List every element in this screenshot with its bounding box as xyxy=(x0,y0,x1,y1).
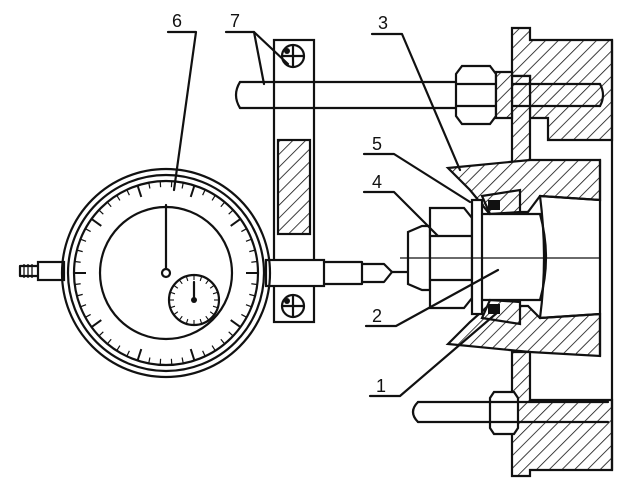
dial-tick xyxy=(241,228,247,233)
leader-lines xyxy=(166,30,500,398)
label-1: 1 xyxy=(376,376,386,396)
dial-tick xyxy=(85,228,91,233)
dial-tick xyxy=(148,357,151,364)
counter-dial-tick xyxy=(212,305,218,309)
dial-tick xyxy=(126,189,130,196)
dial-tick xyxy=(202,350,206,357)
counter-dial-tick xyxy=(178,315,183,321)
dial-tick xyxy=(211,195,216,201)
dial-tick xyxy=(245,238,252,242)
dial-tick xyxy=(249,293,256,297)
counter-dial-tick xyxy=(199,276,203,282)
dial-tick xyxy=(80,238,87,242)
counter-dial-tick xyxy=(185,276,189,282)
dial-tick xyxy=(106,201,112,208)
spindle-assembly xyxy=(400,188,600,326)
label-3: 3 xyxy=(378,13,388,33)
dial-tick xyxy=(241,313,247,318)
dial-tick xyxy=(76,249,83,253)
dial-tick xyxy=(230,218,242,227)
counter-dial-tick xyxy=(170,291,176,295)
dial-tick xyxy=(90,319,102,328)
label-5: 5 xyxy=(372,134,382,154)
dial-tick xyxy=(85,313,91,318)
dial-tick xyxy=(251,260,258,263)
dial-tick xyxy=(148,182,151,189)
dial-tick xyxy=(126,350,130,357)
label-6: 6 xyxy=(172,11,182,31)
dial-tick xyxy=(136,348,143,361)
dial-tick xyxy=(181,182,184,189)
dial-tick xyxy=(116,195,121,201)
dial-tick xyxy=(249,249,256,253)
counter-dial-tick xyxy=(173,284,179,289)
dial-tick xyxy=(251,283,258,286)
counter-dial-tick xyxy=(209,311,215,316)
dial-tick xyxy=(98,331,104,337)
dial-tick xyxy=(202,189,206,196)
label-7: 7 xyxy=(230,11,240,31)
counter-dial-ticks xyxy=(169,275,219,325)
counter-dial-tick xyxy=(205,315,210,321)
counter-dial-tick xyxy=(178,279,183,285)
label-2: 2 xyxy=(372,306,382,326)
counter-dial-tick xyxy=(170,305,176,309)
dial-tick xyxy=(228,209,234,215)
dial-tick xyxy=(228,331,234,337)
counter-dial-tick xyxy=(212,291,218,295)
label-4: 4 xyxy=(372,172,382,192)
dial-tick xyxy=(98,209,104,215)
bottom-bolt xyxy=(411,390,610,436)
counter-dial-tick xyxy=(209,284,215,289)
dial-tick xyxy=(90,218,102,227)
dial-tick xyxy=(211,345,216,351)
counter-dial-tick xyxy=(205,279,210,285)
dial-tick xyxy=(76,293,83,297)
dial-tick xyxy=(136,185,143,198)
dial-tick xyxy=(189,185,196,198)
counter-dial-tick xyxy=(173,311,179,316)
dial-tick xyxy=(106,338,112,345)
dial-tick xyxy=(189,348,196,361)
dial-tick xyxy=(220,338,226,345)
counter-dial-tick xyxy=(199,318,203,324)
dial-tick xyxy=(74,283,81,286)
dial-tick xyxy=(245,304,252,308)
dial-tick xyxy=(181,357,184,364)
dial-tick xyxy=(116,345,121,351)
dial-tick xyxy=(220,201,226,208)
dial-tick xyxy=(74,260,81,263)
dial-ticks xyxy=(74,181,258,365)
counter-dial-tick xyxy=(185,318,189,324)
dial-tick xyxy=(80,304,87,308)
dial-tick xyxy=(230,319,242,328)
